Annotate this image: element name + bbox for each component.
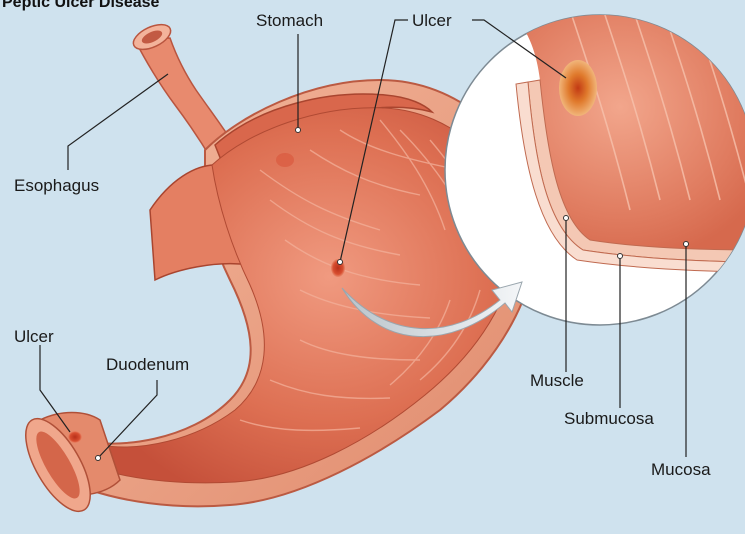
dot-duodenum (96, 456, 101, 461)
diagram-title: Peptic Ulcer Disease (2, 0, 159, 12)
dot-stomach (296, 128, 301, 133)
label-submucosa: Submucosa (564, 410, 654, 427)
label-duodenum: Duodenum (106, 356, 189, 373)
duodenum-tube (13, 409, 120, 521)
label-mucosa: Mucosa (651, 461, 711, 478)
dot-ulcer-top (338, 260, 343, 265)
duodenum-ulcer-mark (68, 431, 82, 443)
stomach-ulcer-faint (276, 153, 294, 167)
label-muscle: Muscle (530, 372, 584, 389)
label-ulcer-left: Ulcer (14, 328, 54, 345)
dot-mucosa (684, 242, 689, 247)
leader-esophagus (68, 74, 168, 170)
label-ulcer-top: Ulcer (412, 12, 452, 29)
label-esophagus: Esophagus (14, 177, 99, 194)
magnified-view (445, 0, 745, 325)
dot-muscle (564, 216, 569, 221)
label-stomach: Stomach (256, 12, 323, 29)
dot-submucosa (618, 254, 623, 259)
